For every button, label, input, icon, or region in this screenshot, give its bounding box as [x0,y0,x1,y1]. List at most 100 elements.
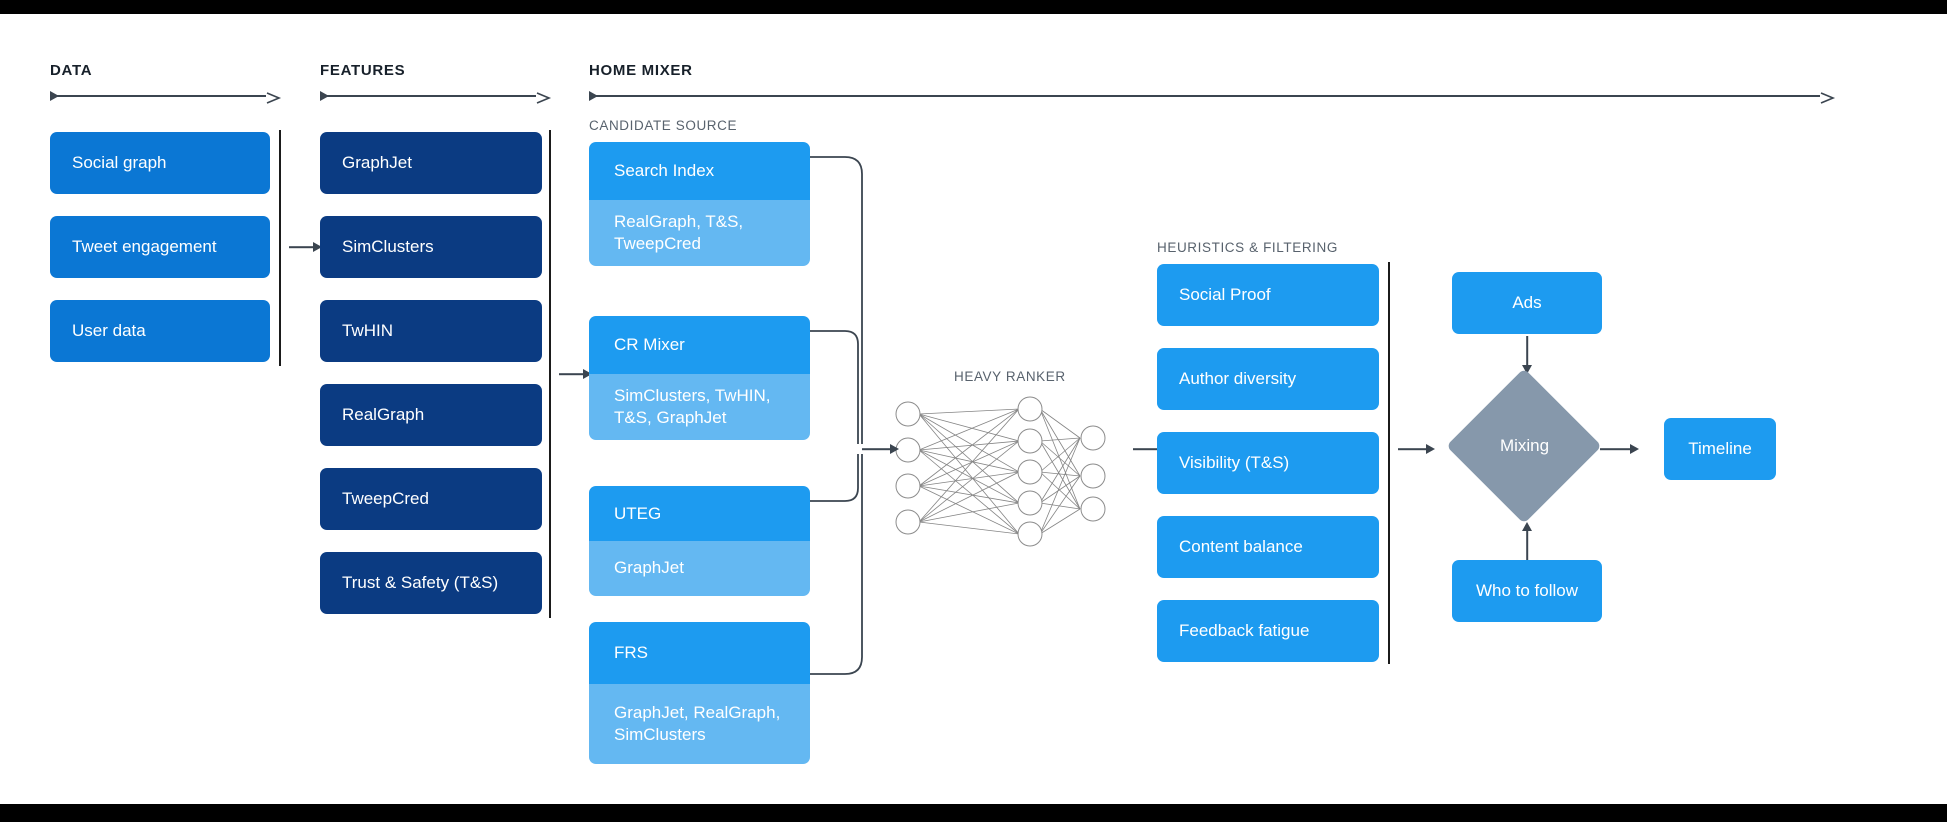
stage-rule-data [50,87,282,104]
candidate-source-features: SimClusters, TwHIN, T&S, GraphJet [589,374,810,440]
candidate-source-title: Search Index [589,142,810,200]
arrow-tip [583,369,592,379]
candidate-source-features: RealGraph, T&S, TweepCred [589,200,810,266]
arrow-shaft [1600,448,1631,450]
letterbox-top [0,0,1947,14]
candidate-source-features: GraphJet [589,541,810,596]
feature-node-twhin[interactable]: TwHIN [320,300,542,362]
stage-rule-start-marker [50,90,59,101]
divider-heuristics-mixing [1388,262,1390,664]
arrow-who-to-follow-to-mixing [1512,522,1542,560]
output-node-who-to-follow[interactable]: Who to follow [1452,560,1602,622]
brace-search-index [810,156,863,444]
stage-rule-line [595,95,1820,97]
data-node-tweet-engagement[interactable]: Tweet engagement [50,216,270,278]
arrow-tip [1630,444,1639,454]
stage-rule-line [56,95,266,97]
arrow-ads-to-mixing [1512,336,1542,374]
node-label: User data [72,321,146,341]
node-label: Social Proof [1179,285,1271,305]
divider-data-features [279,130,281,366]
node-label: TwHIN [342,321,393,341]
mixing-label: Mixing [1499,436,1550,455]
stage-rule-arrowhead [1810,87,1836,104]
arrow-mixing-to-timeline [1600,443,1640,455]
node-label: Feedback fatigue [1179,621,1310,641]
stage-header-home-mixer: HOME MIXER [589,62,693,79]
stage-rule-start-marker [320,90,329,101]
arrow-tip [1426,444,1435,454]
stage-rule-start-marker [589,90,598,101]
arrow-tip [313,242,322,252]
heuristic-node-feedback-fatigue[interactable]: Feedback fatigue [1157,600,1379,662]
arrow-tip [890,444,899,454]
arrow-data-to-features [289,241,323,253]
arrow-tip [1522,522,1532,531]
stage-header-features: FEATURES [320,62,406,79]
candidate-source-title: UTEG [589,486,810,541]
brace-frs [810,454,863,675]
heavy-ranker-nodes [895,396,1106,547]
brace-cr-mixer [810,330,859,444]
node-label: Social graph [72,153,167,173]
candidate-source-title: FRS [589,622,810,684]
heuristic-node-author-diversity[interactable]: Author diversity [1157,348,1379,410]
node-label: TweepCred [342,489,429,509]
feature-node-graphjet[interactable]: GraphJet [320,132,542,194]
stage-header-data: DATA [50,62,93,79]
node-label: Trust & Safety (T&S) [342,573,499,593]
arrow-shaft [862,448,891,450]
stage-rule-line [326,95,536,97]
arrow-shaft [1526,530,1528,560]
feature-node-realgraph[interactable]: RealGraph [320,384,542,446]
connector-layer [810,156,1106,675]
arrow-shaft [1398,448,1427,450]
caption-heuristics: HEURISTICS & FILTERING [1157,240,1338,255]
output-node-timeline[interactable]: Timeline [1664,418,1776,480]
node-label: SimClusters [342,237,434,257]
divider-features-home-mixer [549,130,551,618]
feature-node-trust-safety[interactable]: Trust & Safety (T&S) [320,552,542,614]
output-node-ads[interactable]: Ads [1452,272,1602,334]
node-label: Author diversity [1179,369,1297,389]
arrow-shaft [1526,336,1528,366]
candidate-source-features: GraphJet, RealGraph, SimClusters [589,684,810,764]
brace-uteg [810,454,859,502]
stage-rule-arrowhead [526,87,552,104]
node-label: Ads [1512,293,1542,313]
node-label: Who to follow [1475,581,1579,601]
heavy-ranker-network [918,408,1081,535]
heuristic-node-social-proof[interactable]: Social Proof [1157,264,1379,326]
candidate-source-title: CR Mixer [589,316,810,374]
node-label: Timeline [1688,439,1752,459]
data-node-social-graph[interactable]: Social graph [50,132,270,194]
arrow-features-to-home-mixer [559,368,593,380]
feature-node-tweepcred[interactable]: TweepCred [320,468,542,530]
node-label: RealGraph [342,405,425,425]
heuristic-node-content-balance[interactable]: Content balance [1157,516,1379,578]
candidate-source-frs[interactable]: FRS GraphJet, RealGraph, SimClusters [589,622,810,764]
arrow-shaft [559,373,584,375]
node-label: Content balance [1179,537,1303,557]
candidate-source-search-index[interactable]: Search Index RealGraph, T&S, TweepCred [589,142,810,266]
candidate-source-cr-mixer[interactable]: CR Mixer SimClusters, TwHIN, T&S, GraphJ… [589,316,810,440]
node-label: GraphJet [342,153,412,173]
arrow-tip [1522,365,1532,374]
arrow-heuristics-to-mixing [1398,443,1436,455]
candidate-source-uteg[interactable]: UTEG GraphJet [589,486,810,596]
caption-heavy-ranker: HEAVY RANKER [954,369,1066,384]
node-label: Tweet engagement [72,237,217,257]
stage-rule-home-mixer [589,87,1836,104]
caption-candidate-source: CANDIDATE SOURCE [589,118,738,133]
data-node-user-data[interactable]: User data [50,300,270,362]
stage-rule-arrowhead [256,87,282,104]
stage-rule-features [320,87,552,104]
arrow-shaft [289,246,314,248]
letterbox-bottom [0,804,1947,822]
pipeline-diagram: DATA Social graph Tweet engagement User … [0,14,1947,804]
feature-node-simclusters[interactable]: SimClusters [320,216,542,278]
heuristic-node-visibility[interactable]: Visibility (T&S) [1157,432,1379,494]
arrow-candidates-to-heavy-ranker [862,443,900,455]
node-label: Visibility (T&S) [1179,453,1290,473]
